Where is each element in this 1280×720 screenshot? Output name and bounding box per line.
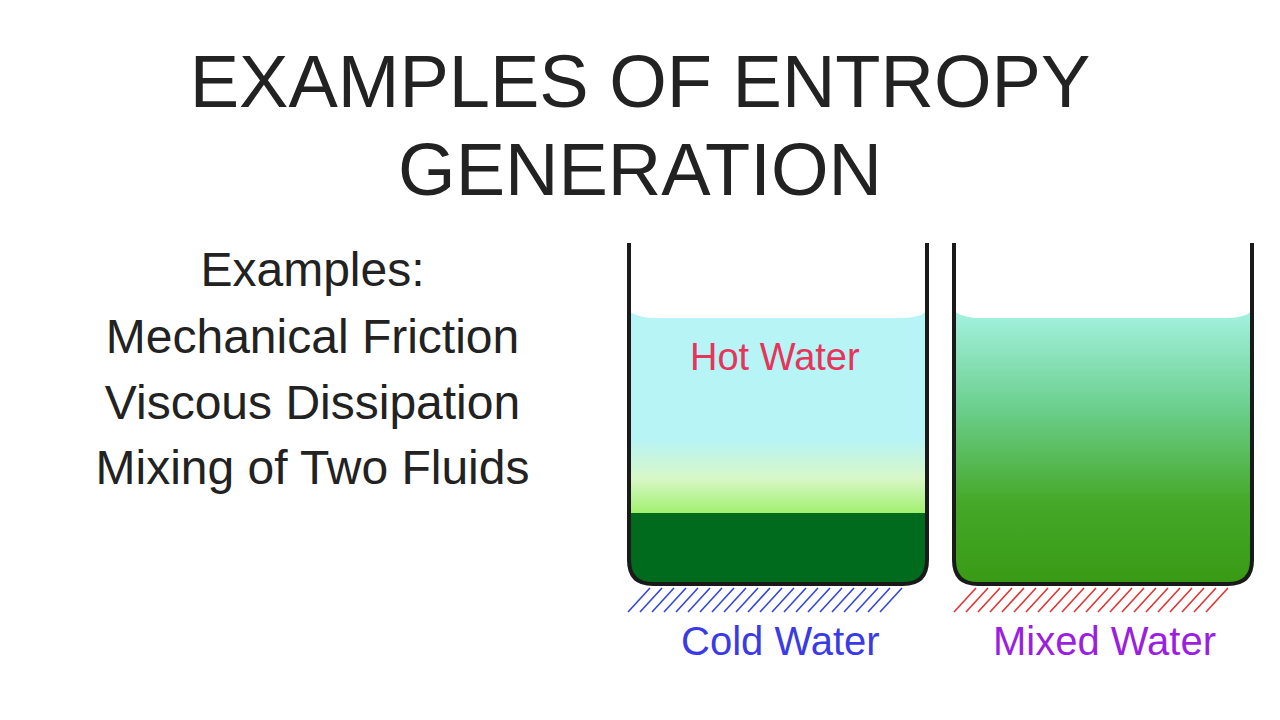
hatch-stroke — [1110, 588, 1132, 612]
beaker-fluid — [630, 312, 926, 585]
hatch-stroke — [1194, 588, 1216, 612]
fluid-label: Mixed Water — [993, 617, 1216, 665]
hatch-stroke — [844, 588, 866, 612]
beaker-node: Mixed Water — [945, 240, 1261, 670]
hatch-stroke — [1170, 588, 1192, 612]
hatch-stroke — [1026, 588, 1048, 612]
hatch-stroke — [1182, 588, 1204, 612]
hatch-stroke — [700, 588, 722, 612]
hatch-stroke — [652, 588, 674, 612]
hatch-stroke — [820, 588, 842, 612]
hatch-stroke — [760, 588, 782, 612]
ground-hatch — [954, 588, 1228, 612]
hatch-stroke — [954, 588, 976, 612]
fluid-label: Cold Water — [681, 617, 880, 665]
beaker-node: Hot WaterCold Water — [620, 240, 936, 670]
hatch-stroke — [640, 588, 662, 612]
hatch-stroke — [856, 588, 878, 612]
hatch-stroke — [736, 588, 758, 612]
hatch-stroke — [1038, 588, 1060, 612]
hatch-stroke — [664, 588, 686, 612]
diagram-title: EXAMPLES OF ENTROPY GENERATION — [160, 38, 1120, 214]
hatch-stroke — [712, 588, 734, 612]
example-item: Mechanical Friction — [40, 309, 585, 365]
ground-hatch — [628, 588, 902, 612]
hatch-stroke — [1086, 588, 1108, 612]
hatch-stroke — [772, 588, 794, 612]
fluid-label: Hot Water — [690, 334, 860, 380]
hatch-stroke — [1158, 588, 1180, 612]
hatch-stroke — [1122, 588, 1144, 612]
hatch-stroke — [966, 588, 988, 612]
beaker-outline — [629, 243, 927, 584]
example-item: Viscous Dissipation — [40, 375, 585, 431]
hatch-stroke — [748, 588, 770, 612]
beaker-outline — [954, 243, 1252, 584]
hatch-stroke — [1014, 588, 1036, 612]
hatch-stroke — [628, 588, 650, 612]
example-item: Examples: — [40, 242, 585, 298]
hatch-stroke — [978, 588, 1000, 612]
hatch-stroke — [784, 588, 806, 612]
hatch-stroke — [868, 588, 890, 612]
beaker-fluid — [955, 312, 1251, 585]
hatch-stroke — [688, 588, 710, 612]
hatch-stroke — [1074, 588, 1096, 612]
hatch-stroke — [1002, 588, 1024, 612]
hatch-stroke — [676, 588, 698, 612]
hatch-stroke — [880, 588, 902, 612]
hatch-stroke — [724, 588, 746, 612]
example-item: Mixing of Two Fluids — [40, 440, 585, 496]
hatch-stroke — [1206, 588, 1228, 612]
hatch-stroke — [1146, 588, 1168, 612]
hatch-stroke — [990, 588, 1012, 612]
hatch-stroke — [1134, 588, 1156, 612]
hatch-stroke — [1062, 588, 1084, 612]
hatch-stroke — [832, 588, 854, 612]
hatch-stroke — [1098, 588, 1120, 612]
hatch-stroke — [796, 588, 818, 612]
hatch-stroke — [1050, 588, 1072, 612]
hatch-stroke — [808, 588, 830, 612]
